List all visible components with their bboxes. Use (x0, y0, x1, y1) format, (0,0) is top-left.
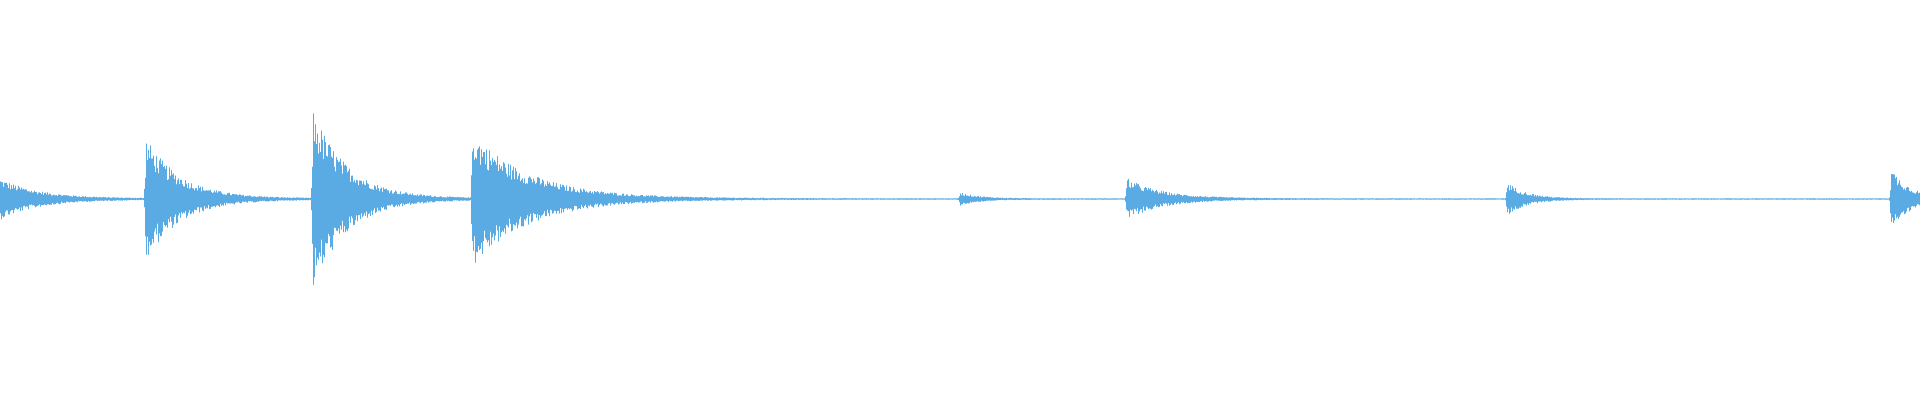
waveform-samples (0, 113, 1920, 285)
waveform-signal (0, 113, 1920, 285)
